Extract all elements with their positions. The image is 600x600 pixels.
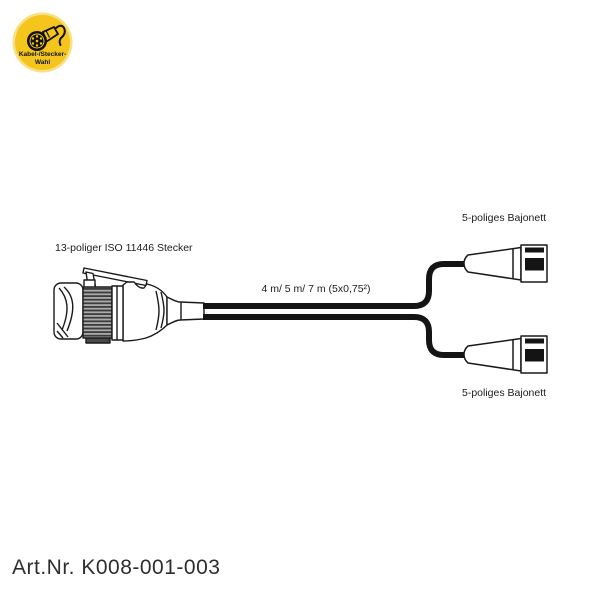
bayonet-top-label: 5-poliges Bajonett bbox=[462, 212, 547, 224]
article-number: Art.Nr. K008-001-003 bbox=[12, 556, 221, 579]
iso-connector-label: 13-poliger ISO 11446 Stecker bbox=[55, 242, 193, 254]
brand-logo-text-line2: Wahl bbox=[34, 58, 51, 66]
cable-length-label: 4 m/ 5 m/ 7 m (5x0,75²) bbox=[261, 283, 371, 295]
brand-logo-text-line1: Kabel-/Stecker- bbox=[18, 51, 67, 58]
brand-logo-text: Kabel-/Stecker- Wahl bbox=[15, 51, 70, 66]
brand-logo: Kabel-/Stecker- Wahl bbox=[15, 15, 70, 70]
iso-11446-connector-drawing bbox=[53, 267, 205, 344]
bayonet-connector-top-drawing bbox=[463, 244, 548, 283]
cable-lower-branch bbox=[203, 314, 469, 358]
bayonet-connector-bottom-drawing bbox=[463, 335, 548, 374]
bayonet-bottom-label: 5-poliges Bajonett bbox=[462, 387, 547, 399]
cable-upper-branch bbox=[203, 261, 469, 309]
cable-y-harness bbox=[203, 261, 469, 358]
plug-with-cable-icon bbox=[27, 24, 66, 51]
